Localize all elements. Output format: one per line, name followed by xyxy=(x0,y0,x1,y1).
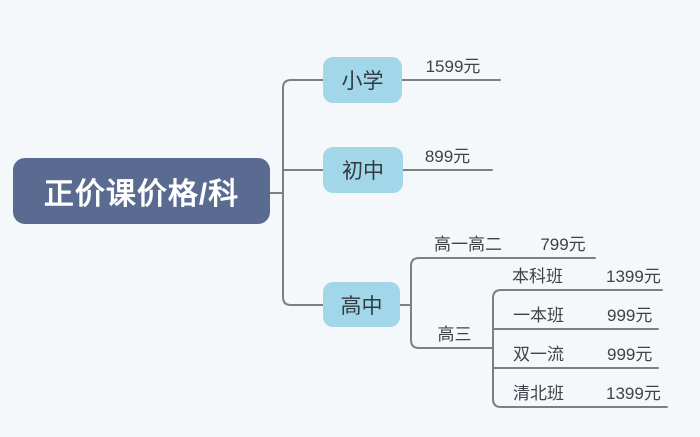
node-junior-high[interactable]: 初中 xyxy=(323,147,403,193)
connector-grade3-trunk xyxy=(492,289,502,408)
node-senior-high-label: 高中 xyxy=(340,294,383,318)
price-grade1-2[interactable]: 799元 xyxy=(540,235,586,254)
node-grade1-2[interactable]: 高一高二 xyxy=(434,235,502,254)
root-node[interactable]: 正价课价格/科 xyxy=(13,158,270,224)
node-junior-high-label: 初中 xyxy=(342,160,384,183)
connector-senior-trunk xyxy=(410,257,420,349)
price-shuangyiliu-class[interactable]: 999元 xyxy=(607,345,653,364)
node-primary-school[interactable]: 小学 xyxy=(323,57,402,103)
price-benke-class[interactable]: 1399元 xyxy=(606,267,661,286)
connector-main-trunk xyxy=(282,79,324,306)
node-primary-school-label: 小学 xyxy=(341,70,384,93)
node-benke-class[interactable]: 本科班 xyxy=(512,267,563,286)
price-yiben-class[interactable]: 999元 xyxy=(607,306,653,325)
node-shuangyiliu-class[interactable]: 双一流 xyxy=(513,345,564,364)
node-grade3[interactable]: 高三 xyxy=(437,325,472,344)
node-qingbei-class[interactable]: 清北班 xyxy=(513,384,564,403)
root-node-label: 正价课价格/科 xyxy=(43,178,240,211)
price-junior-high[interactable]: 899元 xyxy=(424,147,471,166)
node-senior-high[interactable]: 高中 xyxy=(323,282,400,327)
node-yiben-class[interactable]: 一本班 xyxy=(513,306,564,325)
price-primary-school[interactable]: 1599元 xyxy=(425,57,481,76)
price-qingbei-class[interactable]: 1399元 xyxy=(606,384,661,403)
